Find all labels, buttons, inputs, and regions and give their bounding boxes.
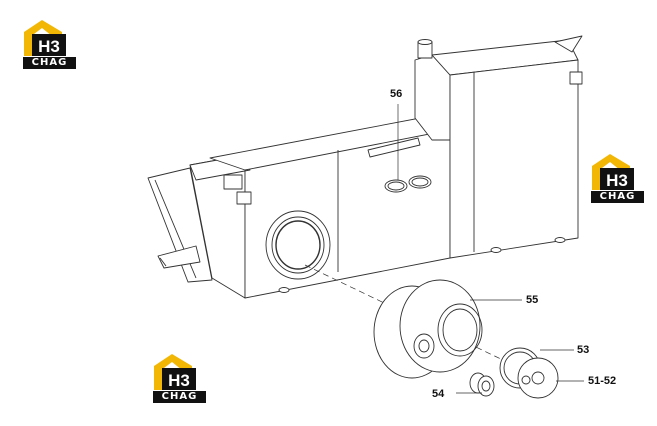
brand-text: CHAG — [23, 57, 76, 69]
part-5152-cap — [517, 357, 559, 399]
callout-56: 56 — [390, 88, 403, 100]
callout-53: 53 — [577, 344, 590, 356]
brand-logo: H3 CHAG — [152, 352, 208, 404]
part-54-fitting — [469, 372, 495, 397]
logo-mark-icon: H3 — [154, 354, 196, 390]
svg-text:H3: H3 — [38, 37, 60, 56]
callout-51-52: 51-52 — [588, 375, 617, 387]
part-55-cover — [373, 279, 483, 379]
logo-mark-icon: H3 — [24, 20, 66, 56]
svg-text:H3: H3 — [606, 171, 628, 190]
logo-mark-icon: H3 — [592, 154, 634, 190]
callout-55: 55 — [526, 294, 539, 306]
brand-text: CHAG — [153, 391, 206, 403]
left-chute — [147, 167, 213, 283]
brand-text: CHAG — [591, 191, 644, 203]
callout-54: 54 — [432, 388, 445, 400]
brand-logo: H3 CHAG — [590, 152, 646, 204]
svg-text:H3: H3 — [168, 371, 190, 390]
brand-logo: H3 CHAG — [22, 18, 78, 70]
tank-body — [189, 35, 583, 299]
